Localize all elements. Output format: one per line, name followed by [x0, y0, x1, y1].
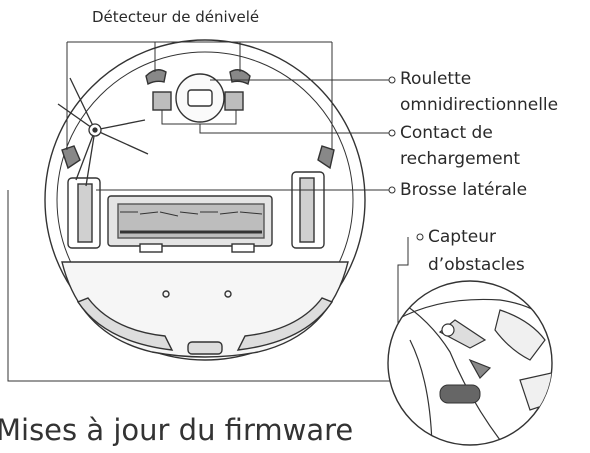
callout-dot-obstacle: [416, 233, 424, 241]
label-omni-wheel-line1: Roulette: [400, 69, 472, 89]
left-wheel-tread: [77, 183, 93, 243]
brush-clip-right: [231, 243, 255, 253]
main-brush-bristles: [120, 211, 263, 234]
obstacle-sensor-window: [439, 384, 481, 404]
robot-body: [44, 39, 366, 361]
label-cliff-sensor: Détecteur de dénivelé: [92, 8, 260, 26]
omni-wheel-hub: [187, 89, 213, 107]
screw-hole-left: [162, 290, 170, 298]
bumper-slot-right: [236, 297, 334, 351]
callout-dot-brush: [388, 186, 396, 194]
screw-hole-right: [224, 290, 232, 298]
right-wheel-tread: [299, 177, 315, 243]
label-side-brush: Brosse latérale: [400, 180, 528, 200]
bumper-slot-left: [76, 297, 174, 351]
cliff-sensor-right: [317, 145, 335, 170]
label-omni-wheel-line2: omnidirectionnelle: [400, 95, 559, 115]
callout-dot-omni: [388, 76, 396, 84]
label-charging-contact-line1: Contact de: [400, 123, 493, 143]
label-charging-contact-line2: rechargement: [400, 149, 521, 169]
side-brush: [57, 77, 149, 187]
callout-dot-contact: [388, 129, 396, 137]
label-obstacle-sensor-line2: d’obstacles: [428, 255, 525, 275]
charging-contact-right: [224, 91, 244, 111]
charging-contact-left: [152, 91, 172, 111]
cliff-sensor-left: [61, 145, 81, 170]
label-obstacle-sensor-line1: Capteur: [428, 227, 496, 247]
cliff-sensor-top-left: [145, 69, 167, 86]
bumper-slot-center: [187, 341, 223, 355]
section-heading: Mises à jour du firmware: [0, 413, 354, 447]
brush-clip-left: [139, 243, 163, 253]
callout-lines: [7, 41, 409, 382]
obstacle-sensor-detail: [387, 280, 553, 446]
